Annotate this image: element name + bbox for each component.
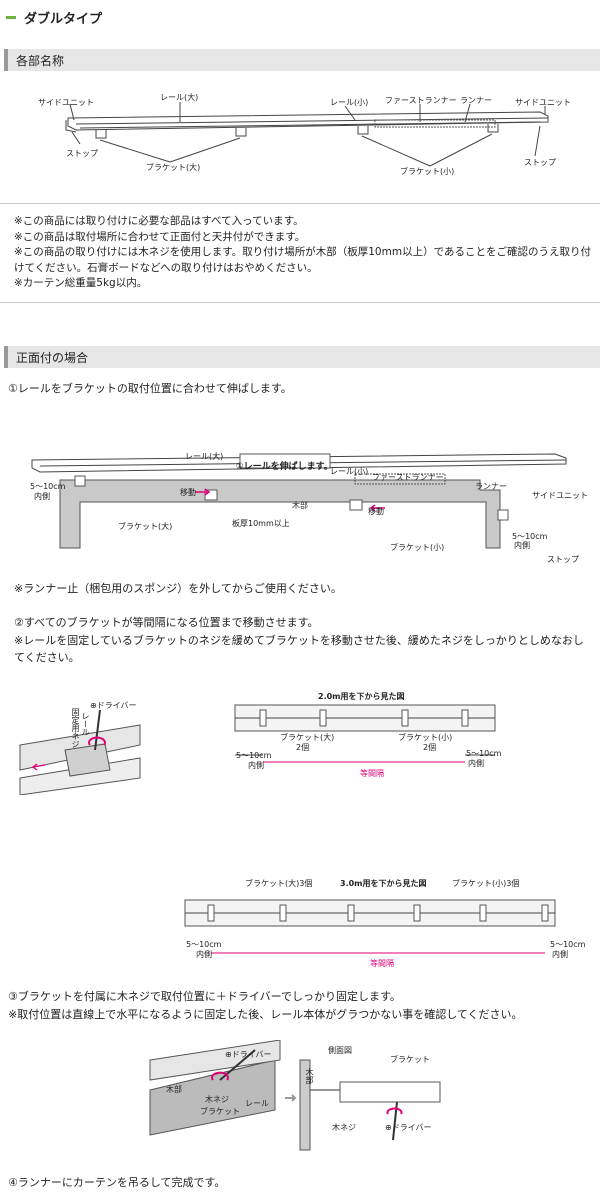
callout-extend: ①レールを伸ばします。 — [236, 462, 333, 472]
fig5-screw: 木ネジ — [205, 1095, 229, 1104]
page-title: ダブルタイプ — [6, 8, 102, 27]
note-line: ※この商品は取付場所に合わせて正面付と天井付ができます。 — [14, 230, 306, 243]
fig1-rail-small: レール(小) — [330, 467, 369, 476]
step-2-note: ※レールを固定しているブラケットのネジを緩めてブラケットを移動させた後、緩めたネ… — [14, 634, 584, 664]
section-header-front: 正面付の場合 — [4, 346, 600, 368]
bracket-screw-diagram — [19, 709, 141, 795]
fix-bracket-diagram — [149, 1040, 441, 1151]
step-4-text: ④ランナーにカーテンを吊るして完成です。 — [8, 1176, 226, 1189]
fig1-side-unit: サイドユニット — [532, 491, 588, 500]
fig3-bracket-big-count: 2個 — [296, 743, 310, 752]
rail-extend-diagram — [31, 453, 567, 549]
fig3-title: 2.0m用を下から見た図 — [318, 692, 405, 701]
fig1-dist-right: 5～10cm — [512, 532, 548, 541]
label-rail-small: レール(小) — [330, 98, 369, 107]
fig4-equal: 等間隔 — [370, 959, 394, 968]
fig3-inner-left: 内側 — [248, 761, 264, 770]
bottom-view-2m — [234, 704, 496, 763]
label-runner: ランナー — [460, 96, 492, 105]
fig2-rail: レール — [81, 712, 90, 736]
fig4-title: 3.0m用を下から見た図 — [340, 879, 427, 888]
fig1-bracket-small: ブラケット(小) — [390, 543, 445, 552]
fig1-first-runner: ファーストランナー — [372, 473, 444, 482]
fig1-thickness: 板厚10mm以上 — [232, 519, 290, 528]
fig3-dist-right: 5～10cm — [466, 749, 502, 758]
fig1-move-1: 移動 — [180, 488, 196, 497]
fig3-bracket-big: ブラケット(大) — [280, 733, 335, 742]
label-first-runner: ファーストランナー — [385, 96, 457, 105]
fig1-wood: 木部 — [292, 501, 308, 510]
fig4-inner-left: 内側 — [196, 950, 212, 959]
fig1-stop: ストップ — [547, 555, 579, 564]
note-runner: ※ランナー止（梱包用のスポンジ）を外してからご使用ください。 — [14, 582, 342, 595]
fig1-rail-big: レール(大) — [185, 452, 224, 461]
fig5-wood2: 木部 — [305, 1068, 314, 1084]
note-line: ※この商品には取り付けに必要な部品はすべて入っています。 — [14, 215, 304, 227]
fig1-inner-left: 内側 — [34, 492, 50, 501]
label-stop-right: ストップ — [524, 158, 556, 167]
fig3-bracket-small: ブラケット(小) — [398, 733, 453, 742]
fig3-bracket-small-count: 2個 — [423, 743, 437, 752]
fig1-dist-left: 5～10cm — [30, 482, 66, 491]
label-rail-big: レール(大) — [160, 93, 199, 102]
step-1-text: ①レールをブラケットの取付位置に合わせて伸ばします。 — [8, 382, 292, 395]
fig5-driver2: ⊕ドライバー — [385, 1123, 432, 1132]
section-header-parts: 各部名称 — [4, 49, 600, 71]
fig5-driver: ⊕ドライバー — [225, 1050, 272, 1059]
label-side-unit-right: サイドユニット — [515, 98, 571, 107]
fig1-inner-right: 内側 — [514, 541, 530, 550]
bottom-view-3m — [184, 899, 556, 954]
notes-box: ※この商品には取り付けに必要な部品はすべて入っています。 ※この商品は取付場所に… — [0, 203, 600, 303]
fig5-rail: レール — [245, 1099, 269, 1108]
label-bracket-big: ブラケット(大) — [146, 163, 201, 172]
fig3-dist-left: 5～10cm — [236, 751, 272, 760]
fig4-dist-right: 5～10cm — [550, 940, 586, 949]
fig4-bracket-small: ブラケット(小)3個 — [452, 879, 520, 888]
fig5-screw2: 木ネジ — [332, 1123, 356, 1132]
fig4-bracket-big: ブラケット(大)3個 — [245, 879, 313, 888]
step-2-text: ②すべてのブラケットが等間隔になる位置まで移動させます。 — [14, 616, 319, 629]
fig1-move-2: 移動 — [368, 507, 384, 516]
label-stop-left: ストップ — [66, 149, 98, 158]
fig4-dist-left: 5～10cm — [186, 940, 222, 949]
fig3-inner-right: 内側 — [468, 759, 484, 768]
step-3-text: ③ブラケットを付属に木ネジで取付位置に＋ドライバーでしっかり固定します。 — [8, 990, 401, 1003]
note-line: ※カーテン総重量5kg以内。 — [14, 277, 148, 290]
note-line: ※この商品の取り付けには木ネジを使用します。取り付け場所が木部（板厚10mm以上… — [14, 246, 591, 274]
fig1-bracket-big: ブラケット(大) — [118, 522, 173, 531]
fig5-wood: 木部 — [166, 1085, 182, 1094]
fig3-equal: 等間隔 — [360, 769, 384, 778]
title-accent-bar — [6, 16, 16, 19]
step-3-note: ※取付位置は直線上で水平になるように固定した後、レール本体がグラつかない事を確認… — [8, 1008, 523, 1021]
fig5-side-view: 側面図 — [328, 1046, 352, 1055]
fig2-screw: 固定用ネジ — [71, 708, 80, 748]
label-bracket-small: ブラケット(小) — [400, 167, 455, 176]
fig5-bracket: ブラケット — [200, 1107, 240, 1116]
fig1-runner: ランナー — [475, 482, 507, 491]
fig2-driver: ⊕ドライバー — [90, 701, 137, 710]
parts-diagram — [65, 102, 549, 167]
fig4-inner-right: 内側 — [552, 950, 568, 959]
label-side-unit-left: サイドユニット — [38, 98, 94, 107]
fig5-bracket2: ブラケット — [390, 1055, 430, 1064]
